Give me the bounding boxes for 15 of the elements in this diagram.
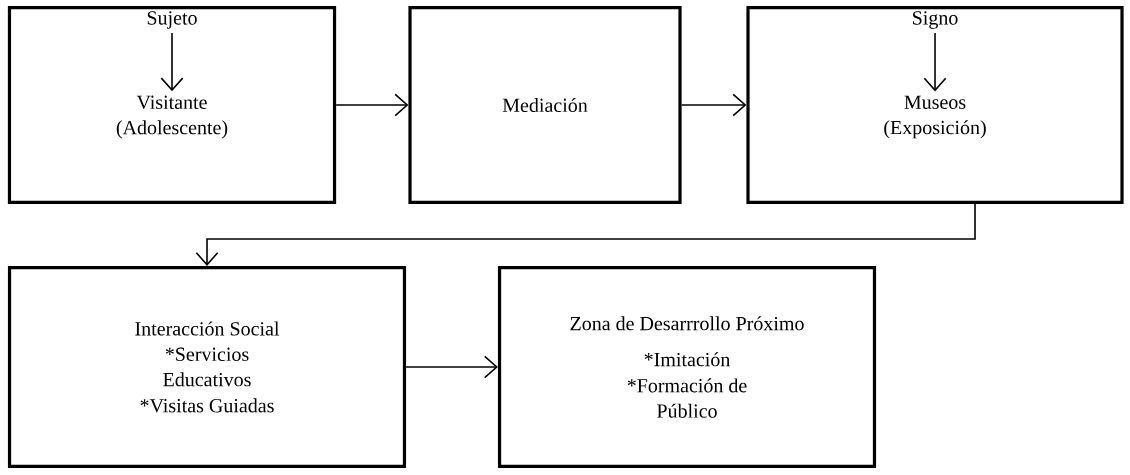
- arrow: [195, 203, 976, 266]
- box-text: Museos (Exposición): [884, 95, 986, 139]
- box-text: Visitante (Adolescente): [116, 95, 228, 139]
- arrow: [160, 32, 184, 92]
- box-text: Sujeto: [147, 11, 197, 29]
- process-box: [7, 5, 337, 205]
- arrow: [680, 93, 747, 117]
- arrow: [923, 32, 947, 92]
- arrow: [405, 355, 498, 379]
- box-text: Signo: [913, 11, 958, 29]
- process-box: [746, 5, 1124, 205]
- process-box: Interacción Social *Servicios Educativos *Visitas Guiadas: [7, 265, 407, 469]
- process-box: Mediación: [408, 5, 682, 205]
- process-box: Zona de Desarrrollo Próximo *Imitación *Formación de Público: [497, 265, 877, 469]
- arrow: [335, 93, 409, 117]
